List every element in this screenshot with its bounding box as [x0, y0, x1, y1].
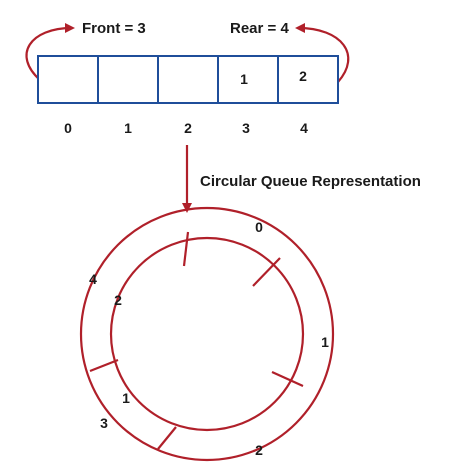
array-cell-1	[97, 55, 159, 104]
array-index-3: 3	[242, 120, 250, 136]
ring-outer-circle	[79, 206, 335, 462]
circular-ring	[79, 206, 335, 462]
ring-divider-1-2	[271, 370, 304, 388]
front-label: Front = 3	[82, 20, 146, 37]
array-index-4: 4	[300, 120, 308, 136]
ring-index-4: 4	[89, 271, 97, 287]
array-index-1: 1	[124, 120, 132, 136]
caption: Circular Queue Representation	[200, 173, 421, 190]
array-indices: 0 1 2 3 4	[64, 120, 308, 136]
ring-divider-0-1	[252, 257, 281, 287]
ring-indices: 0 1 2 3 4	[89, 219, 329, 458]
rear-label: Rear = 4	[230, 20, 289, 37]
array-cell-3	[217, 55, 279, 104]
ring-divider-4-0	[182, 231, 190, 267]
array-cell-value-3: 1	[240, 71, 248, 87]
ring-divider-2-3	[157, 426, 177, 450]
ring-index-1: 1	[321, 334, 329, 350]
rear-arrow	[295, 23, 350, 83]
array-cell-2	[157, 55, 219, 104]
ring-inner-circle	[109, 236, 305, 432]
array-cell-value-4: 2	[299, 68, 307, 84]
ring-divider-3-4	[89, 358, 119, 373]
ring-value-4: 2	[114, 292, 122, 308]
array-index-2: 2	[184, 120, 192, 136]
array-index-0: 0	[64, 120, 72, 136]
array-cells: 1 2	[37, 55, 339, 104]
ring-values: 1 2	[114, 292, 130, 406]
array-cell-4	[277, 55, 339, 104]
ring-index-3: 3	[100, 415, 108, 431]
ring-value-3: 1	[122, 390, 130, 406]
array-cell-0	[37, 55, 99, 104]
ring-index-0: 0	[255, 219, 263, 235]
front-arrow	[25, 23, 75, 81]
ring-index-2: 2	[255, 442, 263, 458]
